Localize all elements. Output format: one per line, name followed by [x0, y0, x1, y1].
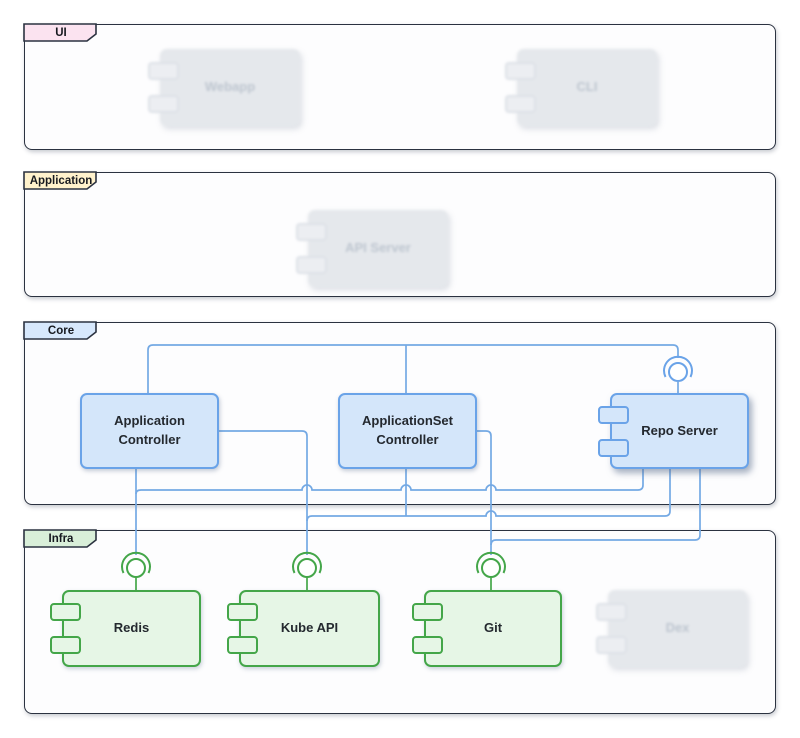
frame-ui-tab — [23, 23, 98, 43]
component-webapp: Webapp — [148, 49, 300, 126]
frame-infra-label: Infra — [48, 532, 74, 545]
component-cli-label: CLI — [576, 79, 598, 95]
component-kube-api-label: Kube API — [280, 620, 339, 636]
component-tab-icon — [227, 636, 258, 654]
component-tab-icon — [596, 636, 627, 654]
component-tab-icon — [50, 603, 81, 621]
component-tab-icon — [505, 95, 536, 113]
component-cli: CLI — [505, 49, 657, 126]
component-tab-icon — [296, 256, 327, 274]
component-tab-icon — [296, 223, 327, 241]
component-applicationset-controller: ApplicationSet Controller — [338, 393, 477, 469]
component-webapp-label: Webapp — [204, 79, 256, 95]
component-redis-label: Redis — [113, 620, 150, 636]
component-application-controller: Application Controller — [80, 393, 219, 469]
component-git-label: Git — [483, 620, 503, 636]
component-redis: Redis — [50, 590, 201, 667]
component-tab-icon — [505, 62, 536, 80]
frame-application-label: Application — [29, 174, 93, 187]
component-git: Git — [412, 590, 562, 667]
component-tab-icon — [50, 636, 81, 654]
component-tab-icon — [412, 636, 443, 654]
component-tab-icon — [412, 603, 443, 621]
frame-infra-tab — [23, 529, 98, 549]
component-api-server: API Server — [296, 210, 448, 287]
frame-ui: UI — [23, 23, 776, 150]
frame-core-tab — [23, 321, 98, 341]
component-tab-icon — [598, 406, 629, 424]
component-application-controller-label: Application Controller — [114, 413, 185, 447]
component-tab-icon — [227, 603, 258, 621]
component-tab-icon — [148, 62, 179, 80]
component-kube-api: Kube API — [227, 590, 380, 667]
component-repo-server-label: Repo Server — [641, 422, 718, 438]
component-dex: Dex — [596, 590, 747, 667]
component-tab-icon — [148, 95, 179, 113]
component-api-server-label: API Server — [345, 240, 411, 256]
component-applicationset-controller-label: ApplicationSet Controller — [361, 413, 453, 447]
component-tab-icon — [596, 603, 627, 621]
frame-ui-label: UI — [55, 26, 67, 39]
component-tab-icon — [598, 439, 629, 457]
frame-application-tab — [23, 171, 98, 191]
component-dex-label: Dex — [665, 620, 690, 636]
component-repo-server: Repo Server — [598, 393, 749, 469]
frame-core-label: Core — [47, 324, 75, 337]
